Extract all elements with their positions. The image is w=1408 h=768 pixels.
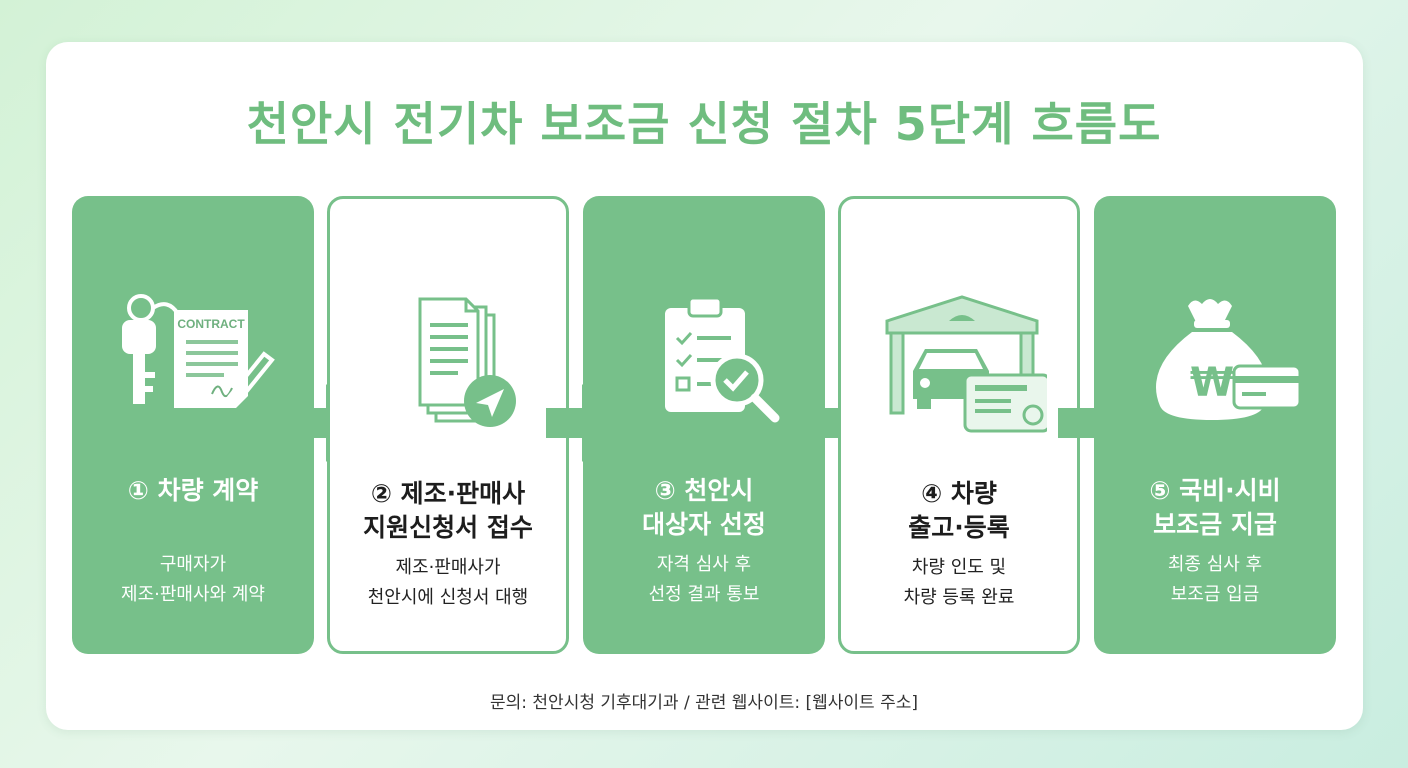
clipboard-check-icon [583,288,825,438]
step-5-description: 최종 심사 후 보조금 입금 [1167,554,1263,605]
contract-label: CONTRACT [177,317,245,331]
step-3-card: ③ 천안시 대상자 선정 자격 심사 후 선정 결과 통보 [583,196,825,654]
documents-send-icon [330,291,572,441]
step-4-description: 차량 인도 및 차량 등록 완료 [903,557,1015,608]
step-2-title: ② 제조·판매사 지원신청서 접수 [363,479,533,542]
footer-contact-info: 문의: 천안시청 기후대기과 / 관련 웹사이트: [웹사이트 주소] [490,693,918,713]
step-5-card: ₩ ⑤ 국비·시비 보조금 지급 최종 심사 후 보조금 입금 [1094,196,1336,654]
step-5-title: ⑤ 국비·시비 보조금 지급 [1149,476,1281,539]
step-1-description: 구매자가 제조·판매사와 계약 [121,554,265,605]
step-1-title: ① 차량 계약 [127,476,259,505]
garage-car-registration-icon [841,291,1083,441]
won-symbol: ₩ [1190,360,1234,406]
step-2-description: 제조·판매사가 천안시에 신청서 대행 [367,557,529,608]
step-3-description: 자격 심사 후 선정 결과 통보 [648,554,760,605]
step-4-title: ④ 차량 출고·등록 [908,479,1010,542]
money-bag-won-card-icon: ₩ [1094,288,1336,438]
key-contract-icon: CONTRACT [72,288,314,438]
step-1-card: CONTRACT ① 차량 계약 구매자가 제조·판매사와 계약 [72,196,314,654]
step-2-card: ② 제조·판매사 지원신청서 접수 제조·판매사가 천안시에 신청서 대행 [327,196,569,654]
step-4-card: ④ 차량 출고·등록 차량 인도 및 차량 등록 완료 [838,196,1080,654]
step-3-title: ③ 천안시 대상자 선정 [642,476,766,539]
page-title: 천안시 전기차 보조금 신청 절차 5단계 흐름도 [246,97,1162,151]
